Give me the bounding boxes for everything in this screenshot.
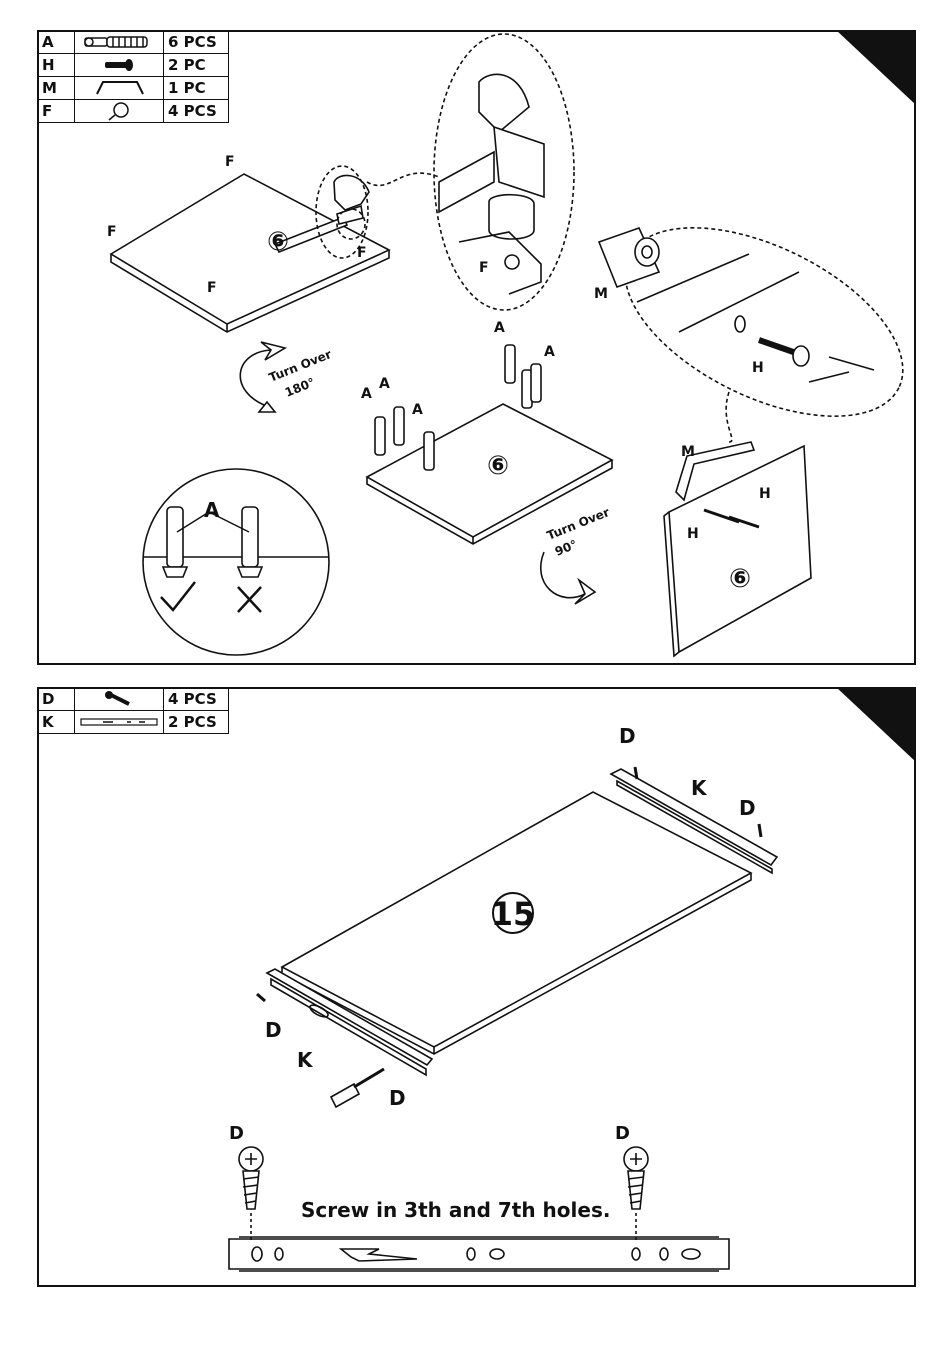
- callout-D: D: [739, 796, 756, 820]
- callout-D: D: [615, 1123, 630, 1144]
- callout-F: F: [207, 280, 217, 296]
- callout-D: D: [265, 1018, 282, 1042]
- callout-H: H: [759, 486, 771, 502]
- callout-K: K: [297, 1048, 314, 1072]
- callout-F: F: [225, 154, 235, 170]
- callout-H: H: [687, 526, 699, 542]
- turn-over-degrees: 180°: [283, 375, 317, 400]
- callout-K: K: [459, 1284, 476, 1285]
- callout-D: D: [619, 724, 636, 748]
- callout-H: H: [752, 360, 764, 376]
- panel-number: ⑥: [267, 227, 289, 257]
- callout-A: A: [361, 386, 372, 402]
- panel-number: ⑥: [729, 564, 751, 594]
- callout-M: M: [594, 286, 608, 302]
- assembly-step-panel-2: D 4 PCS K 2 PCS: [37, 687, 916, 1287]
- drawer-slide-detail: [229, 1239, 729, 1269]
- assembly-illustration: ⑥ ⑥ ⑥ Turn Over 180° Turn Over 90° F F F…: [39, 32, 914, 663]
- callout-K: K: [691, 776, 708, 800]
- panel-number: 15: [491, 895, 536, 933]
- callout-A: A: [379, 376, 390, 392]
- assembly-illustration: 15 D D D D D D K K K Screw in 3th and 7t…: [39, 689, 914, 1285]
- assembly-step-panel-1: A 6 PCS H 2 PC M 1 PC F 4 PCS: [37, 30, 916, 665]
- check-mark-icon: [161, 582, 195, 610]
- instruction-text: Screw in 3th and 7th holes.: [301, 1198, 610, 1222]
- callout-F: F: [479, 260, 489, 276]
- callout-A: A: [544, 344, 555, 360]
- callout-F: F: [357, 245, 367, 261]
- turn-over-degrees: 90°: [553, 537, 579, 558]
- callout-A: A: [494, 320, 505, 336]
- callout-D: D: [229, 1123, 244, 1144]
- callout-F: F: [107, 224, 117, 240]
- turn-over-label: Turn Over: [545, 505, 612, 543]
- callout-A: A: [412, 402, 423, 418]
- panel-number: ⑥: [487, 451, 509, 481]
- cross-mark-icon: [238, 587, 261, 612]
- callout-A: A: [204, 498, 220, 522]
- callout-M: M: [681, 444, 695, 460]
- callout-D: D: [389, 1086, 406, 1110]
